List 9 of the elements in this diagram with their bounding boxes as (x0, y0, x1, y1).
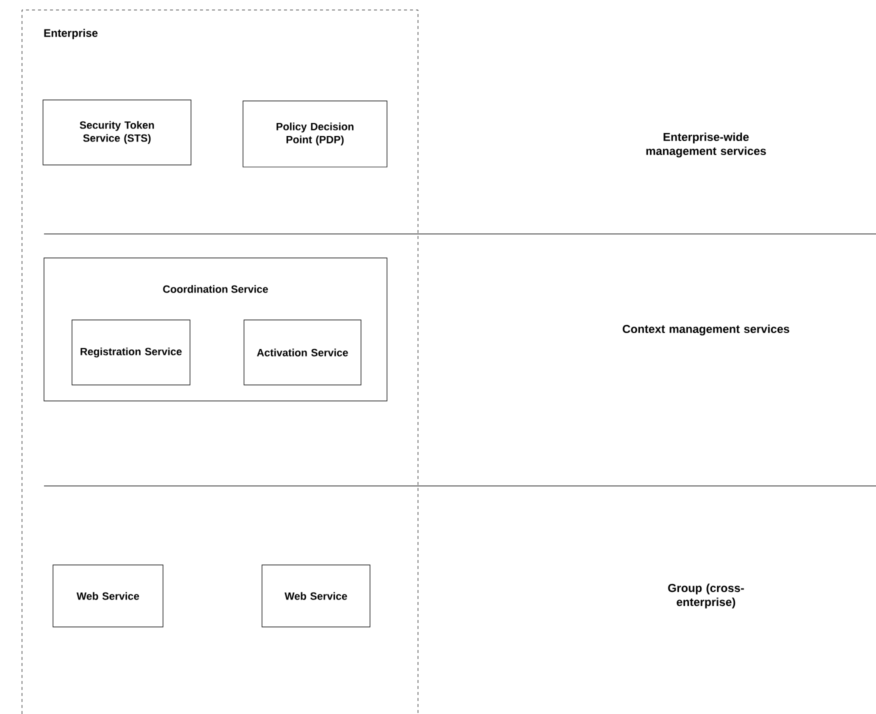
layer-label: Enterprise-wide management services (646, 132, 766, 158)
layer-label: Context management services (622, 324, 790, 336)
service-box: Policy Decision Point (PDP) (242, 100, 388, 168)
service-box: Web Service (262, 564, 370, 628)
service-box: Activation Service (244, 320, 362, 386)
layer-label: Group (cross-enterprise) (668, 584, 744, 608)
service-box: Registration Service (72, 320, 190, 386)
service-box: Security Token Service (STS) (42, 100, 192, 166)
service-box: Web Service (52, 564, 164, 628)
